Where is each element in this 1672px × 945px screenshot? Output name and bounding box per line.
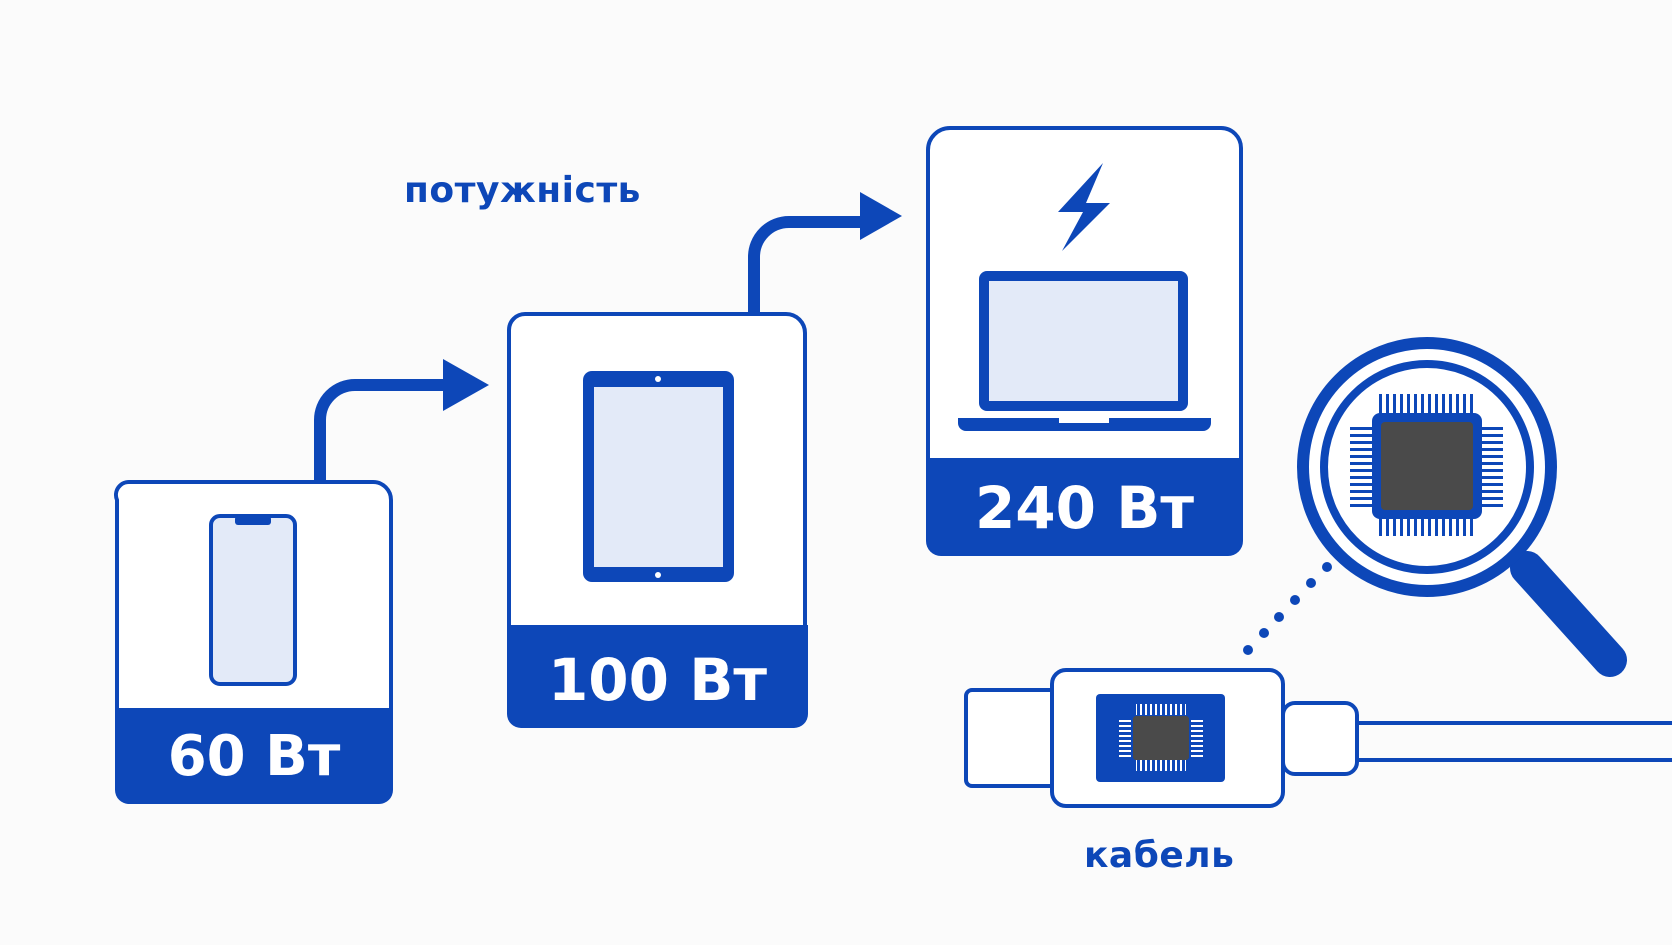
device-card-tablet bbox=[507, 312, 808, 728]
chip-icon bbox=[1350, 394, 1503, 536]
tablet-icon bbox=[583, 371, 734, 582]
chip-icon bbox=[1119, 704, 1203, 771]
usb-cable-icon bbox=[964, 668, 1672, 808]
magnifier-icon bbox=[1297, 337, 1627, 677]
leader-dots bbox=[1243, 562, 1332, 655]
watt-label-tablet: 100 Вт bbox=[547, 646, 768, 714]
device-card-laptop bbox=[926, 126, 1243, 556]
arrow-icon bbox=[748, 192, 902, 314]
phone-icon bbox=[209, 514, 297, 686]
device-card-phone bbox=[114, 479, 393, 804]
arrow-icon bbox=[314, 359, 489, 482]
laptop-icon bbox=[958, 271, 1211, 431]
lightning-icon bbox=[1058, 163, 1110, 251]
watt-label-phone: 60 Вт bbox=[167, 724, 341, 789]
power-label: потужність bbox=[404, 170, 641, 211]
watt-label-laptop: 240 Вт bbox=[974, 474, 1195, 542]
cable-label: кабель bbox=[1084, 835, 1235, 876]
